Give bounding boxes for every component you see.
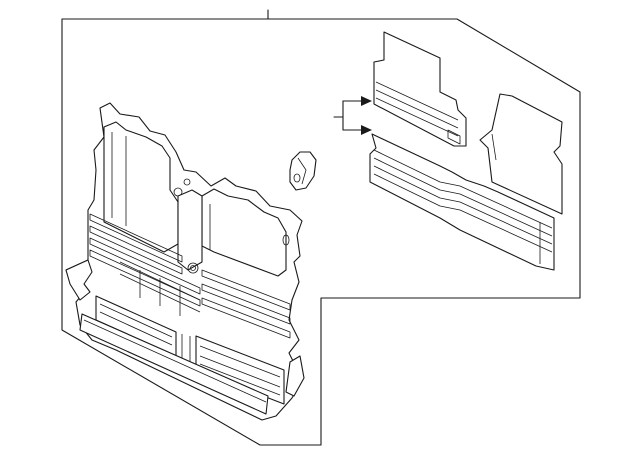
side-air-deflector bbox=[479, 93, 563, 215]
upper-louvers bbox=[89, 213, 291, 339]
lower-louvers bbox=[95, 295, 285, 405]
right-upper-panel bbox=[201, 188, 287, 277]
upper-air-deflector bbox=[373, 31, 467, 147]
shutter-frame-assembly bbox=[65, 102, 305, 421]
lower-seal-strip bbox=[369, 133, 555, 271]
left-upper-panel bbox=[103, 121, 179, 253]
arrow-head-lower bbox=[361, 125, 372, 135]
callout-leader bbox=[333, 96, 372, 135]
arrow-head-upper bbox=[361, 96, 372, 106]
assembly-boundary-frame bbox=[61, 18, 581, 446]
retainer-clip bbox=[289, 151, 317, 191]
